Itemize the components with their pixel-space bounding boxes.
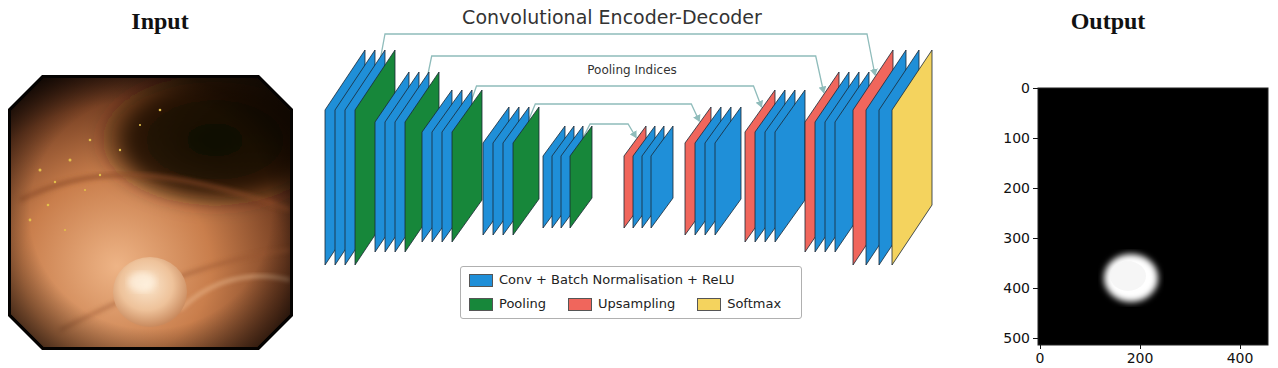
legend-item: Upsampling xyxy=(568,297,675,312)
y-tick xyxy=(1033,338,1038,339)
legend-item: Softmax xyxy=(697,297,781,312)
vignette xyxy=(11,78,290,347)
image-frame xyxy=(8,75,293,350)
layer-plate xyxy=(570,126,592,228)
pooling-index-line xyxy=(527,104,699,123)
legend-item: Conv + Batch Normalisation + ReLU xyxy=(469,273,735,288)
y-tick xyxy=(1033,88,1038,89)
legend-swatch xyxy=(697,298,721,311)
layer-plate xyxy=(452,90,482,242)
panel-heading: Output xyxy=(1071,8,1146,36)
panel-heading: Input xyxy=(131,8,188,36)
axis-tick-label: 100 xyxy=(1003,130,1030,146)
layer-stack xyxy=(325,50,932,265)
axis-tick-label: 200 xyxy=(1003,180,1030,196)
output-mask xyxy=(1038,88,1268,345)
endoscopy-image xyxy=(11,70,335,347)
axis-tick-label: 0 xyxy=(1036,350,1045,366)
pooling-index-line xyxy=(424,56,824,95)
mucosa xyxy=(11,78,290,347)
axis-ticks xyxy=(1033,89,1241,350)
layer-plate xyxy=(651,126,673,228)
connector-label: Pooling Indices xyxy=(584,64,680,78)
layer-plate xyxy=(513,107,539,235)
segmented-polyp xyxy=(1104,254,1158,302)
y-tick xyxy=(1033,238,1038,239)
layer-plate xyxy=(715,107,741,235)
layer-block xyxy=(422,90,482,242)
legend-swatch xyxy=(469,298,493,311)
axis-tick-label: 300 xyxy=(1003,230,1030,246)
x-tick xyxy=(1040,345,1041,349)
layer-block xyxy=(483,107,539,235)
axis-tick-label: 0 xyxy=(1021,80,1030,96)
layer-block xyxy=(853,50,932,265)
x-tick xyxy=(1140,345,1141,349)
legend-text: Conv + Batch Normalisation + ReLU xyxy=(499,273,735,288)
segmented-polyp-core xyxy=(1110,261,1146,291)
legend-text: Softmax xyxy=(727,297,781,312)
axis-tick-label: 200 xyxy=(1127,350,1154,366)
layer-plate xyxy=(775,90,805,242)
pooling-index-line xyxy=(469,86,762,109)
y-tick xyxy=(1033,188,1038,189)
layer-block xyxy=(745,90,805,242)
layer-block xyxy=(543,126,592,228)
axis-tick-label: 400 xyxy=(1227,350,1254,366)
axis-tick-label: 500 xyxy=(1003,330,1030,346)
layer-plate xyxy=(892,50,932,265)
legend-swatch xyxy=(469,274,493,287)
legend-text: Pooling xyxy=(499,297,546,312)
legend-text: Upsampling xyxy=(598,297,675,312)
y-tick xyxy=(1033,288,1038,289)
x-tick xyxy=(1240,345,1241,349)
axis-tick-label: 400 xyxy=(1003,280,1030,296)
layer-block xyxy=(624,126,673,228)
diagram-title: Convolutional Encoder-Decoder xyxy=(462,7,762,29)
layer-block xyxy=(685,107,741,235)
legend-box: Conv + Batch Normalisation + ReLU Pooling… xyxy=(460,266,802,319)
legend-swatch xyxy=(568,298,592,311)
y-tick xyxy=(1033,138,1038,139)
legend-item: Pooling xyxy=(469,297,546,312)
